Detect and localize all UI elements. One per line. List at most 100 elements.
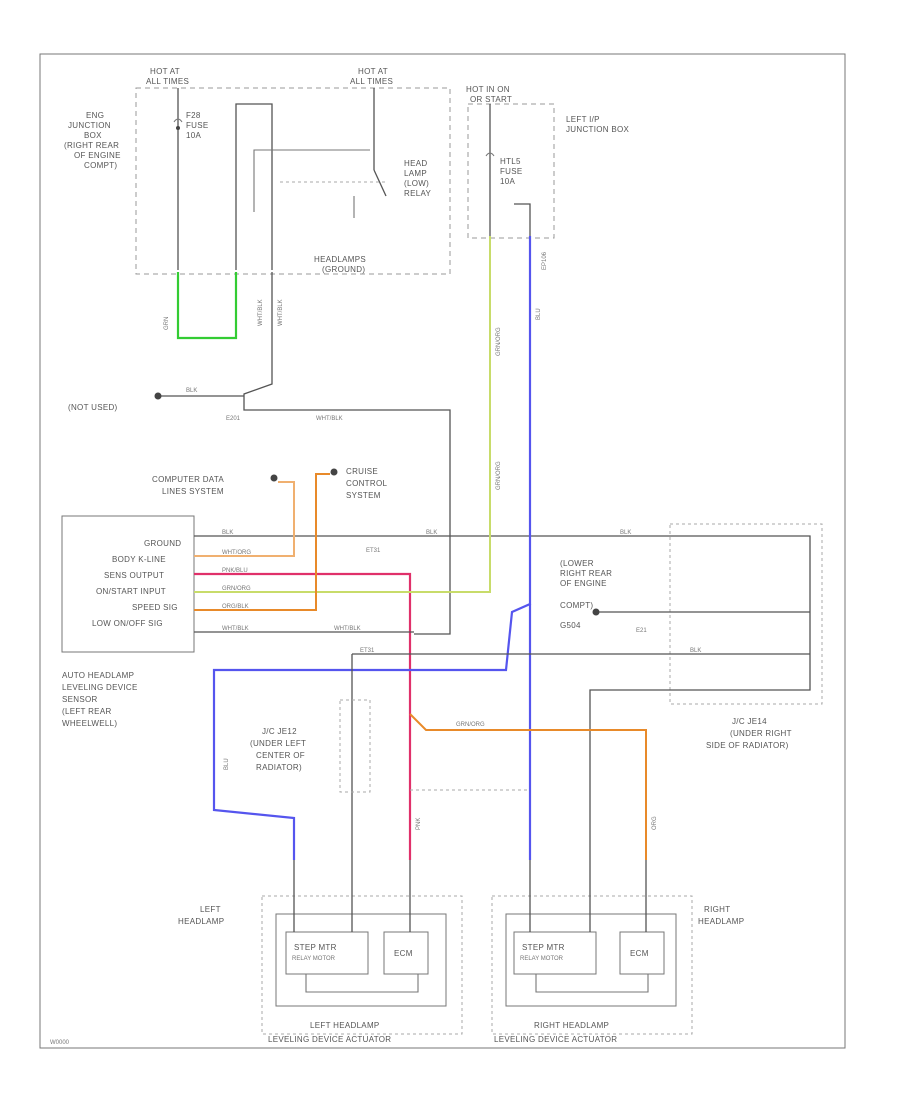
computer-data-2: LINES SYSTEM [162,487,224,496]
ground-right-2: RIGHT REAR [560,569,612,578]
connector-e21: E21 [636,628,647,634]
pin-ground: GROUND [144,539,181,548]
left-headlamp-1: LEFT [200,905,221,914]
connector-et31-a: ET31 [366,548,381,554]
sensor-caption-4: (LEFT REAR [62,707,112,716]
right-step-mtr-2: RELAY MOTOR [520,956,564,962]
right-step-mtr-1: STEP MTR [522,943,565,952]
sensor-caption-1: AUTO HEADLAMP [62,671,134,680]
wl-pnk-blu: PNK/BLU [222,568,248,574]
right-headlamp-1: RIGHT [704,905,730,914]
engine-junction-box: HOT AT ALL TIMES HOT AT ALL TIMES ENG JU… [64,67,451,275]
green-jumper-wire [176,272,238,340]
right-actuator: STEP MTR RELAY MOTOR ECM RIGHT HEADLAMP … [491,860,744,1044]
sensor-caption-5: WHEELWELL) [62,719,117,728]
ip-jbox-2: JUNCTION BOX [566,125,630,134]
wl-grn-a: GRN [164,317,170,330]
cruise-2: CONTROL [346,479,387,488]
fuse-left-1: F28 [186,111,201,120]
eng-jbox-4: (RIGHT REAR [64,141,119,150]
jc-right-2: (UNDER RIGHT [730,729,792,738]
left-step-mtr-2: RELAY MOTOR [292,956,336,962]
wl-grn-org-4: GRN/ORG [456,722,485,728]
headlamps-ground-1: HEADLAMPS [314,255,366,264]
hot-label-left-1: HOT AT [150,67,180,76]
relay-3: (LOW) [404,179,429,188]
cruise-3: SYSTEM [346,491,381,500]
sensor-caption-2: LEVELING DEVICE [62,683,138,692]
wl-blu-1: BLU [536,308,542,320]
wl-pnk: PNK [416,818,422,830]
wl-blk-g1: BLK [222,530,233,536]
wire-ground-row [194,535,811,691]
ground-g504: (LOWER RIGHT REAR OF ENGINE COMPT) G504 … [351,523,823,860]
fuse-right-1: HTL5 [500,157,521,166]
connector-et31-b: ET31 [360,648,375,654]
left-step-mtr-1: STEP MTR [294,943,337,952]
pin-body-k-line: BODY K-LINE [112,555,166,564]
wire-body-k-line [194,481,295,557]
headlamps-ground-2: (GROUND) [322,265,365,274]
ground-right-4: COMPT) [560,601,593,610]
diagram-frame [39,53,846,1049]
right-headlamp-2: HEADLAMP [698,917,744,926]
wl-blk-g2: BLK [426,530,437,536]
wl-wht-blk-5: WHT/BLK [334,626,361,632]
wl-blu-2: BLU [224,758,230,770]
wire-org-right [409,713,647,860]
fuse-left-2: FUSE [186,121,209,130]
eng-jbox-5: OF ENGINE [74,151,121,160]
wl-org: ORG [652,816,658,830]
wl-blk-g3: BLK [620,530,631,536]
jc-je12 [339,699,371,793]
pin-speed-sig: SPEED SIG [132,603,178,612]
not-used-label: (NOT USED) [68,403,118,412]
hot-right-2: OR START [470,95,512,104]
jc-right-3: SIDE OF RADIATOR) [706,741,789,750]
wl-wht-blk-1: WHT/BLK [258,299,264,326]
jc-right-1: J/C JE14 [732,717,767,726]
footer-code: W0000 [50,1040,70,1046]
wl-blk-nu: BLK [186,388,197,394]
eng-jbox-2: JUNCTION [68,121,111,130]
connector-e201: E201 [226,416,241,422]
wire-wht-blk-main [243,272,451,635]
relay-4: RELAY [404,189,432,198]
left-actuator: STEP MTR RELAY MOTOR ECM LEFT HEADLAMP L… [178,860,463,1044]
hot-label-mid-2: ALL TIMES [350,77,393,86]
right-ecm: ECM [630,949,649,958]
cruise-1: CRUISE [346,467,378,476]
sensor-caption-3: SENSOR [62,695,98,704]
wire-blu [212,236,532,860]
pin-low-on-off-sig: LOW ON/OFF SIG [92,619,163,628]
wl-grn-org-2: GRN/ORG [496,327,502,356]
wl-grn-org: GRN/ORG [222,586,251,592]
pin-sens-output: SENS OUTPUT [104,571,164,580]
jc-left-1: J/C JE12 [262,727,297,736]
wl-wht-blk-2: WHT/BLK [278,299,284,326]
fuse-left-3: 10A [186,131,201,140]
hot-right-1: HOT IN ON [466,85,510,94]
left-ecm: ECM [394,949,413,958]
relay-2: LAMP [404,169,427,178]
hot-label-left-2: ALL TIMES [146,77,189,86]
ground-right-5: G504 [560,621,581,630]
fuse-right-2: FUSE [500,167,523,176]
ip-junction-box: HOT IN ON OR START LEFT I/P JUNCTION BOX… [466,85,630,270]
eng-jbox-1: ENG [86,111,104,120]
wl-blk-g4: BLK [690,648,701,654]
jc-left-3: CENTER OF [256,751,305,760]
auto-headlamp-sensor: GROUND BODY K-LINE SENS OUTPUT ON/START … [61,515,195,728]
wire-sens-output [194,572,412,860]
wire-speed-sig [194,473,330,611]
wl-org-blk: ORG/BLK [222,604,249,610]
jc-left-4: RADIATOR) [256,763,302,772]
left-caption-2: LEVELING DEVICE ACTUATOR [268,1035,391,1044]
ground-right-1: (LOWER [560,559,594,568]
wire-on-start-input [194,236,491,593]
pin-on-start-input: ON/START INPUT [96,587,166,596]
left-headlamp-2: HEADLAMP [178,917,224,926]
wl-grn-org-3: GRN/ORG [496,461,502,490]
connector-ep: EP106 [542,251,548,270]
